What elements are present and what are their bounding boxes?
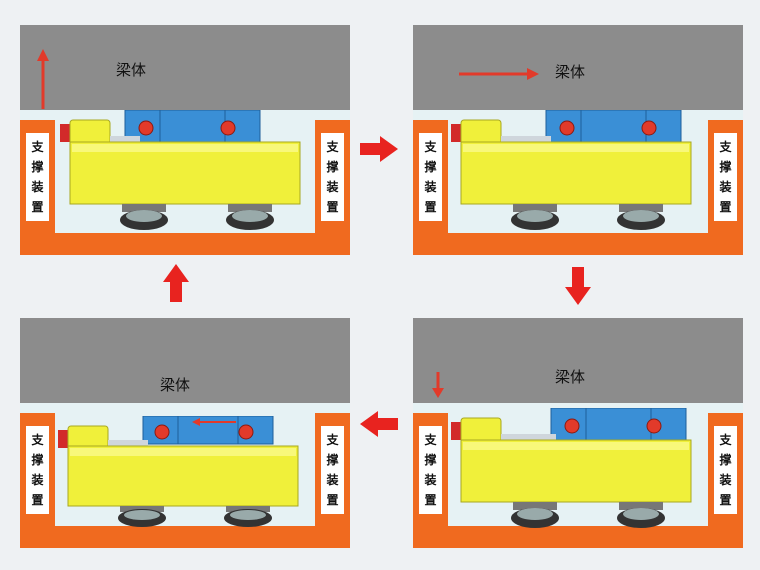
shift-right-arrow-icon bbox=[459, 68, 539, 80]
beam-label: 梁体 bbox=[555, 368, 586, 386]
ground-base bbox=[20, 233, 350, 255]
jack-assembly bbox=[451, 110, 701, 235]
lower-down-arrow-icon bbox=[432, 372, 444, 398]
beam-label: 梁体 bbox=[555, 63, 586, 81]
support-device-right: 支 撑 装 置 bbox=[708, 413, 743, 526]
step-panel-2: 梁体 支 撑 装 置 支 撑 装 置 bbox=[413, 25, 743, 255]
lift-up-arrow-icon bbox=[37, 49, 49, 109]
support-device-left: 支 撑 装 置 bbox=[413, 413, 448, 526]
flow-arrow-left-icon bbox=[360, 411, 398, 437]
step-panel-1: 梁体 支 撑 装 置 支 撑 装 置 bbox=[20, 25, 350, 255]
support-device-left: 支 撑 装 置 bbox=[413, 120, 448, 233]
beam-label: 梁体 bbox=[160, 376, 191, 394]
support-device-left: 支 撑 装 置 bbox=[20, 413, 55, 526]
support-device-right: 支 撑 装 置 bbox=[315, 413, 350, 526]
support-device-right: 支 撑 装 置 bbox=[315, 120, 350, 233]
ground-base bbox=[413, 233, 743, 255]
beam-label: 梁体 bbox=[116, 61, 147, 79]
support-device-right: 支 撑 装 置 bbox=[708, 120, 743, 233]
flow-arrow-up-icon bbox=[163, 264, 189, 302]
beam-block bbox=[20, 25, 350, 110]
step-panel-3: 梁体 支 撑 装 置 支 撑 装 置 bbox=[413, 318, 743, 548]
jack-assembly bbox=[60, 110, 310, 235]
beam-block bbox=[413, 25, 743, 110]
jack-assembly bbox=[451, 408, 701, 533]
ground-base bbox=[20, 526, 350, 548]
beam-block bbox=[20, 318, 350, 403]
flow-arrow-down-icon bbox=[565, 267, 591, 305]
jack-assembly bbox=[58, 416, 308, 531]
flow-arrow-right-icon bbox=[360, 136, 398, 162]
ground-base bbox=[413, 526, 743, 548]
support-device-left: 支 撑 装 置 bbox=[20, 120, 55, 233]
beam-block bbox=[413, 318, 743, 403]
step-panel-4: 梁体 支 撑 装 置 支 撑 装 置 bbox=[20, 318, 350, 548]
